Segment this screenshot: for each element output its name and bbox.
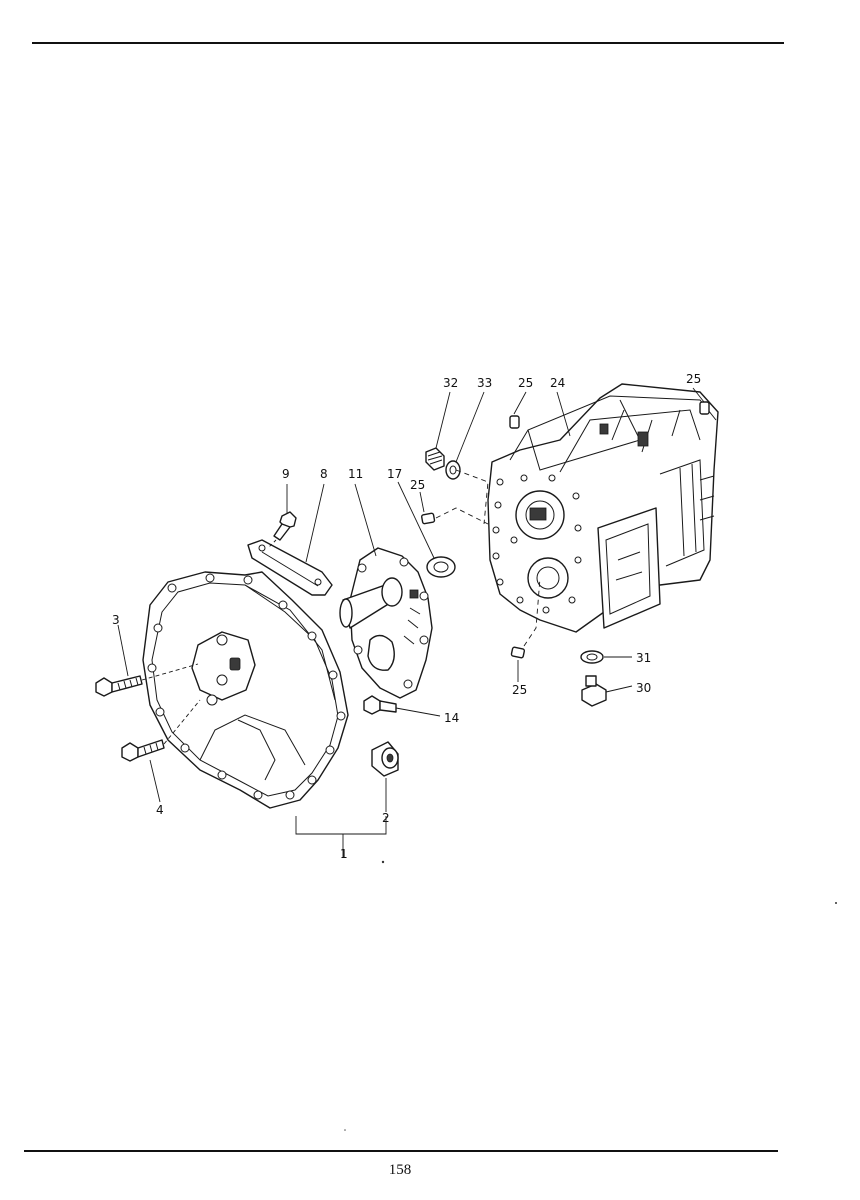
callout-17: 17 [387,467,402,481]
leader-32 [435,391,451,449]
callout-3: 3 [112,613,120,627]
callout-2: 2 [382,811,390,825]
leader-4 [149,759,161,803]
bolt-14 [363,695,397,715]
callout-25-top: 25 [518,376,533,390]
leader-11 [354,483,377,557]
speck [835,902,837,904]
leader-30 [605,685,633,693]
washer-33 [445,460,461,480]
cover-plate-8 [247,539,333,596]
bolt-9 [267,511,297,549]
callout-31: 31 [636,651,651,665]
assembly-line-25 [435,507,489,525]
drain-plug-32 [425,447,445,471]
oil-seal-17 [426,556,456,578]
page-number: 158 [388,1162,412,1178]
callout-32: 32 [443,376,458,390]
bolt-3 [95,663,199,697]
callout-33: 33 [477,376,492,390]
callout-25-right: 25 [686,372,701,386]
header-rule [32,42,784,44]
leader-24 [556,391,571,437]
callout-14: 14 [444,711,459,725]
leader-25-top [513,391,527,415]
callout-11: 11 [348,467,363,481]
callout-25-bottom: 25 [512,683,527,697]
leader-8 [305,483,325,563]
front-cover-11 [339,547,433,699]
callout-9: 9 [282,467,290,481]
callout-8: 8 [320,467,328,481]
bolt-4 [121,699,201,762]
leader-14 [395,707,441,717]
bracket-part-1 [295,816,387,835]
leader-17 [397,481,435,559]
leader-25-right [692,387,705,403]
callout-25-left: 25 [410,478,425,492]
assembly-line-33 [455,469,489,525]
plug-30 [581,675,607,707]
leader-33 [455,391,485,463]
clutch-housing [142,571,349,809]
speck [381,860,385,864]
dowel-pin-25-top [509,415,520,429]
leader-3 [117,624,129,677]
dowel-pin-25-bottom [510,646,526,659]
callout-24: 24 [550,376,565,390]
callout-1: 1 [340,847,348,861]
speck [344,1129,346,1131]
callout-4: 4 [156,803,164,817]
bushing-2 [371,741,399,777]
footer-rule [24,1150,778,1152]
callout-30: 30 [636,681,651,695]
dowel-pin-25-left [421,512,436,525]
assembly-line-25-bottom [523,577,541,647]
washer-31 [580,650,604,664]
dowel-pin-25-right [699,401,710,415]
leader-25-left [419,491,425,513]
transmission-case-24 [487,383,719,633]
